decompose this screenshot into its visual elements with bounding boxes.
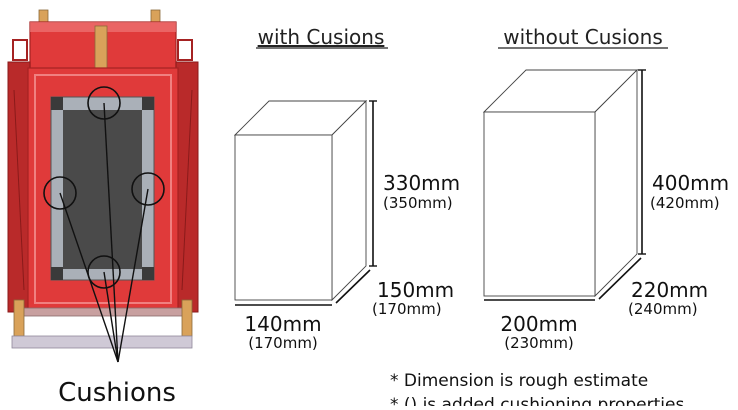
box-without-cushions: 400mm (420mm) 220mm (240mm) 200mm (230mm… xyxy=(482,68,729,352)
bottom-rail xyxy=(11,335,193,349)
box-with-width-cushioned: (170mm) xyxy=(248,334,318,352)
heading-with-cushions: with Cusions xyxy=(258,25,385,49)
panel-corner-br xyxy=(142,267,154,280)
box-without-height-value: 400mm xyxy=(652,171,729,195)
foot-left xyxy=(13,299,25,337)
panel-corner-tl xyxy=(51,97,63,110)
cushions-label: Cushions xyxy=(58,378,176,406)
box-without-depth-dimline xyxy=(598,257,642,300)
panel-corner-tr xyxy=(142,97,154,110)
cushion-marker-top xyxy=(87,86,121,120)
box-without-depth-cushioned: (240mm) xyxy=(628,300,698,318)
box-with-depth-dimline xyxy=(335,269,371,304)
box-without-width-cushioned: (230mm) xyxy=(504,334,574,352)
leader-left xyxy=(59,192,119,363)
foot-right xyxy=(181,299,193,337)
body-inner-border xyxy=(34,74,172,304)
handle-left xyxy=(12,39,28,61)
base-plate xyxy=(21,307,185,317)
device-illustration: Cushions xyxy=(7,9,199,408)
box-with-height-value: 330mm xyxy=(383,171,460,195)
note-cushioning: * () is added cushioning properties xyxy=(390,395,684,406)
cushion-marker-right xyxy=(131,172,165,206)
box-with-front-face xyxy=(234,134,333,301)
panel-corner-bl xyxy=(51,267,63,280)
leader-top xyxy=(103,102,119,363)
heading-without-cushions: without Cusions xyxy=(503,25,663,49)
box-without-depth-value: 220mm xyxy=(631,278,708,302)
box-without-front-face xyxy=(483,111,596,297)
box-without-width-value: 200mm xyxy=(500,312,577,336)
wing-left-edge xyxy=(13,89,25,291)
handle-right xyxy=(177,39,193,61)
box-with-depth-value: 150mm xyxy=(377,278,454,302)
box-without-height-cushioned: (420mm) xyxy=(650,194,720,212)
leader-bottom xyxy=(103,271,119,363)
leader-right xyxy=(117,188,149,363)
box-with-cushions: 330mm (350mm) 150mm (170mm) 140mm (170mm… xyxy=(233,99,460,352)
box-with-side-face xyxy=(331,99,367,302)
box-with-depth-cushioned: (170mm) xyxy=(372,300,442,318)
cushion-marker-bottom xyxy=(87,255,121,289)
box-with-width-value: 140mm xyxy=(244,312,321,336)
top-strap xyxy=(94,25,108,75)
note-rough-estimate: * Dimension is rough estimate xyxy=(390,371,648,391)
wing-right-edge xyxy=(181,89,193,291)
cushion-marker-left xyxy=(43,176,77,210)
box-with-height-cushioned: (350mm) xyxy=(383,194,453,212)
